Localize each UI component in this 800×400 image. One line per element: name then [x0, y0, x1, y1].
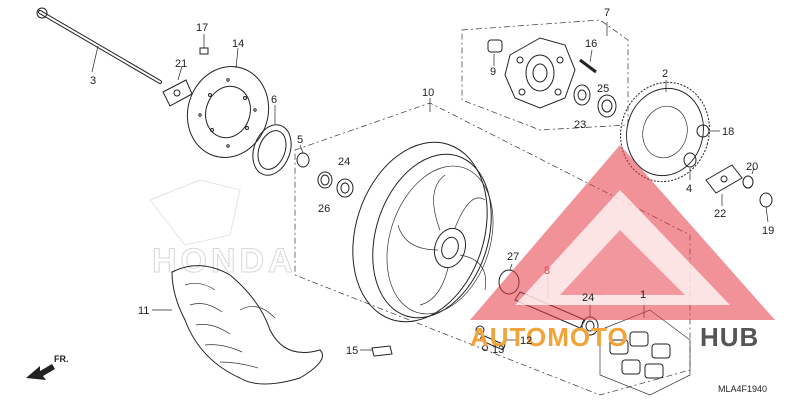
callout-20: 20 — [746, 161, 758, 173]
watermark-automoto: AUTOMOTO — [470, 322, 629, 352]
callout-15: 15 — [346, 345, 358, 357]
callout-12: 12 — [520, 335, 532, 347]
callout-27: 27 — [507, 251, 519, 263]
callout-24-right: 24 — [582, 292, 594, 304]
callout-1: 1 — [640, 289, 646, 301]
axle-collar — [296, 144, 310, 168]
dust-seal — [252, 105, 292, 176]
callout-2: 2 — [662, 68, 668, 80]
callout-11: 11 — [138, 305, 149, 317]
callout-8: 8 — [544, 265, 550, 277]
disc-bolt — [199, 34, 209, 55]
side-collar — [683, 152, 697, 180]
callout-5: 5 — [297, 134, 303, 146]
cast-wheel — [352, 141, 494, 323]
sprocket-nut — [696, 124, 720, 138]
left-bearings — [317, 171, 354, 198]
callout-25: 25 — [597, 83, 609, 95]
callout-6: 6 — [271, 94, 277, 106]
callout-4: 4 — [686, 183, 692, 195]
sprocket-hub — [504, 37, 576, 109]
callout-13: 13 — [492, 344, 504, 356]
rear-axle — [36, 7, 162, 84]
balance-weight — [360, 345, 393, 357]
rear-tire — [152, 265, 323, 385]
sprocket-stud — [579, 49, 597, 74]
tire-valve — [475, 325, 518, 351]
callout-23: 23 — [574, 119, 586, 131]
right-plate — [705, 164, 743, 206]
front-direction-label: FR. — [54, 354, 69, 364]
axle-plate — [162, 65, 193, 107]
callout-18: 18 — [722, 126, 734, 138]
callout-9: 9 — [490, 66, 496, 78]
callout-24-left: 24 — [338, 156, 350, 168]
callout-7: 7 — [604, 7, 610, 19]
watermark-hub: HUB — [700, 322, 759, 352]
callout-3: 3 — [90, 75, 96, 87]
callout-26: 26 — [318, 203, 330, 215]
hub-group-boundary — [461, 19, 629, 131]
hub-bearings — [573, 84, 617, 118]
callout-19: 19 — [762, 225, 774, 237]
washer-20 — [742, 167, 755, 189]
drive-sprocket — [620, 80, 710, 183]
honda-watermark: HONDA — [149, 179, 297, 281]
axle-nut-19 — [759, 192, 773, 223]
callout-17: 17 — [196, 22, 208, 34]
callout-21: 21 — [175, 58, 187, 70]
callout-22: 22 — [714, 208, 726, 220]
callout-14: 14 — [232, 38, 244, 50]
honda-wing-logo — [149, 179, 241, 246]
automotohub-triangle-logo — [470, 145, 775, 320]
hub-damper-9 — [487, 39, 503, 66]
callout-10: 10 — [422, 87, 434, 99]
honda-watermark-text: HONDA — [152, 242, 297, 280]
callout-16: 16 — [585, 38, 597, 50]
front-direction-arrow: FR. — [26, 354, 69, 380]
diagram-code: MLA4F1940 — [718, 384, 767, 394]
brake-disc — [186, 47, 270, 158]
